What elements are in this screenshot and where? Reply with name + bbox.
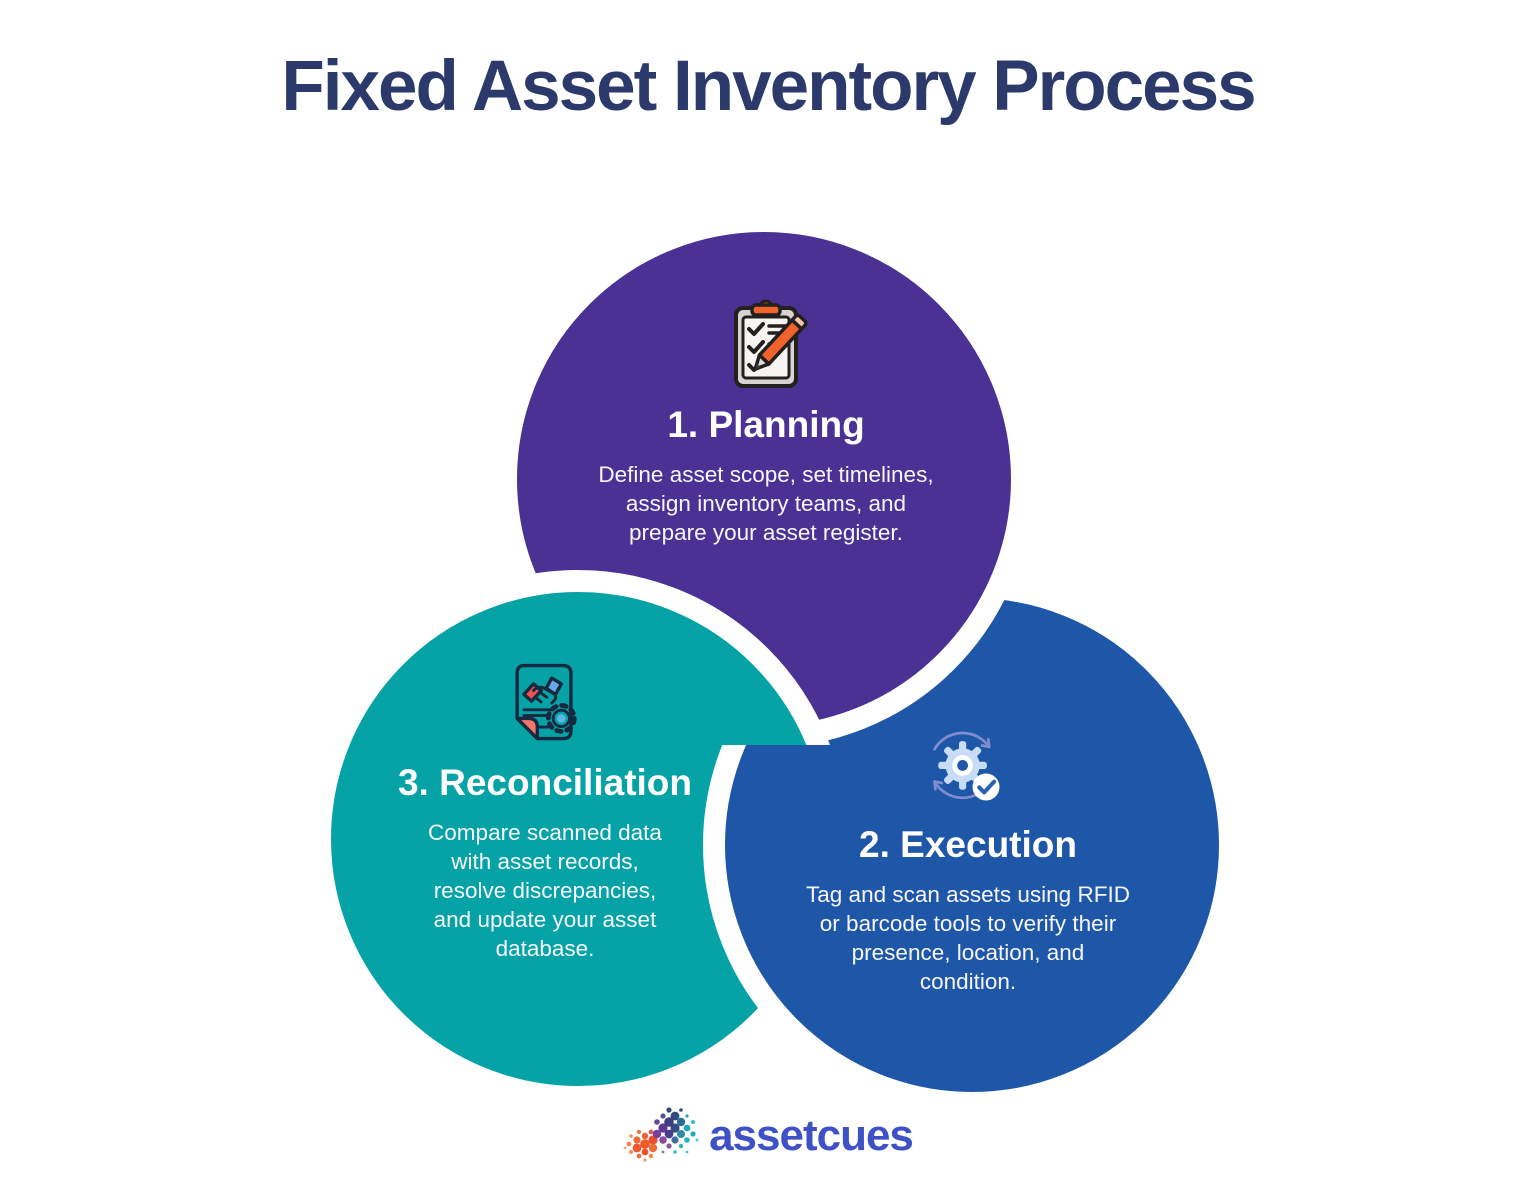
- planning-body: Define asset scope, set timelines, assig…: [598, 462, 934, 545]
- assetcues-logo-text: assetcues: [709, 1111, 914, 1160]
- execution-body: Tag and scan assets using RFID or barcod…: [806, 882, 1130, 994]
- assetcues-logo-mark-icon: [623, 1107, 699, 1162]
- planning-heading: 1. Planning: [667, 404, 865, 445]
- assetcues-logo: assetcues: [0, 1104, 1536, 1168]
- document-handshake-gear-icon: [515, 663, 577, 741]
- clipboard-checklist-icon: [734, 299, 808, 388]
- reconciliation-body: Compare scanned data with asset records,…: [428, 820, 662, 961]
- reconciliation-step: 3. Reconciliation Compare scanned data w…: [325, 656, 765, 963]
- gear-sync-check-icon: [933, 731, 1000, 801]
- execution-heading: 2. Execution: [859, 824, 1077, 865]
- execution-step: 2. Execution Tag and scan assets using R…: [748, 724, 1188, 996]
- page-title: Fixed Asset Inventory Process: [281, 47, 1256, 126]
- planning-step: 1. Planning Define asset scope, set time…: [554, 294, 978, 547]
- execution-circle-overlap: [703, 745, 1241, 1114]
- reconciliation-heading: 3. Reconciliation: [397, 762, 692, 803]
